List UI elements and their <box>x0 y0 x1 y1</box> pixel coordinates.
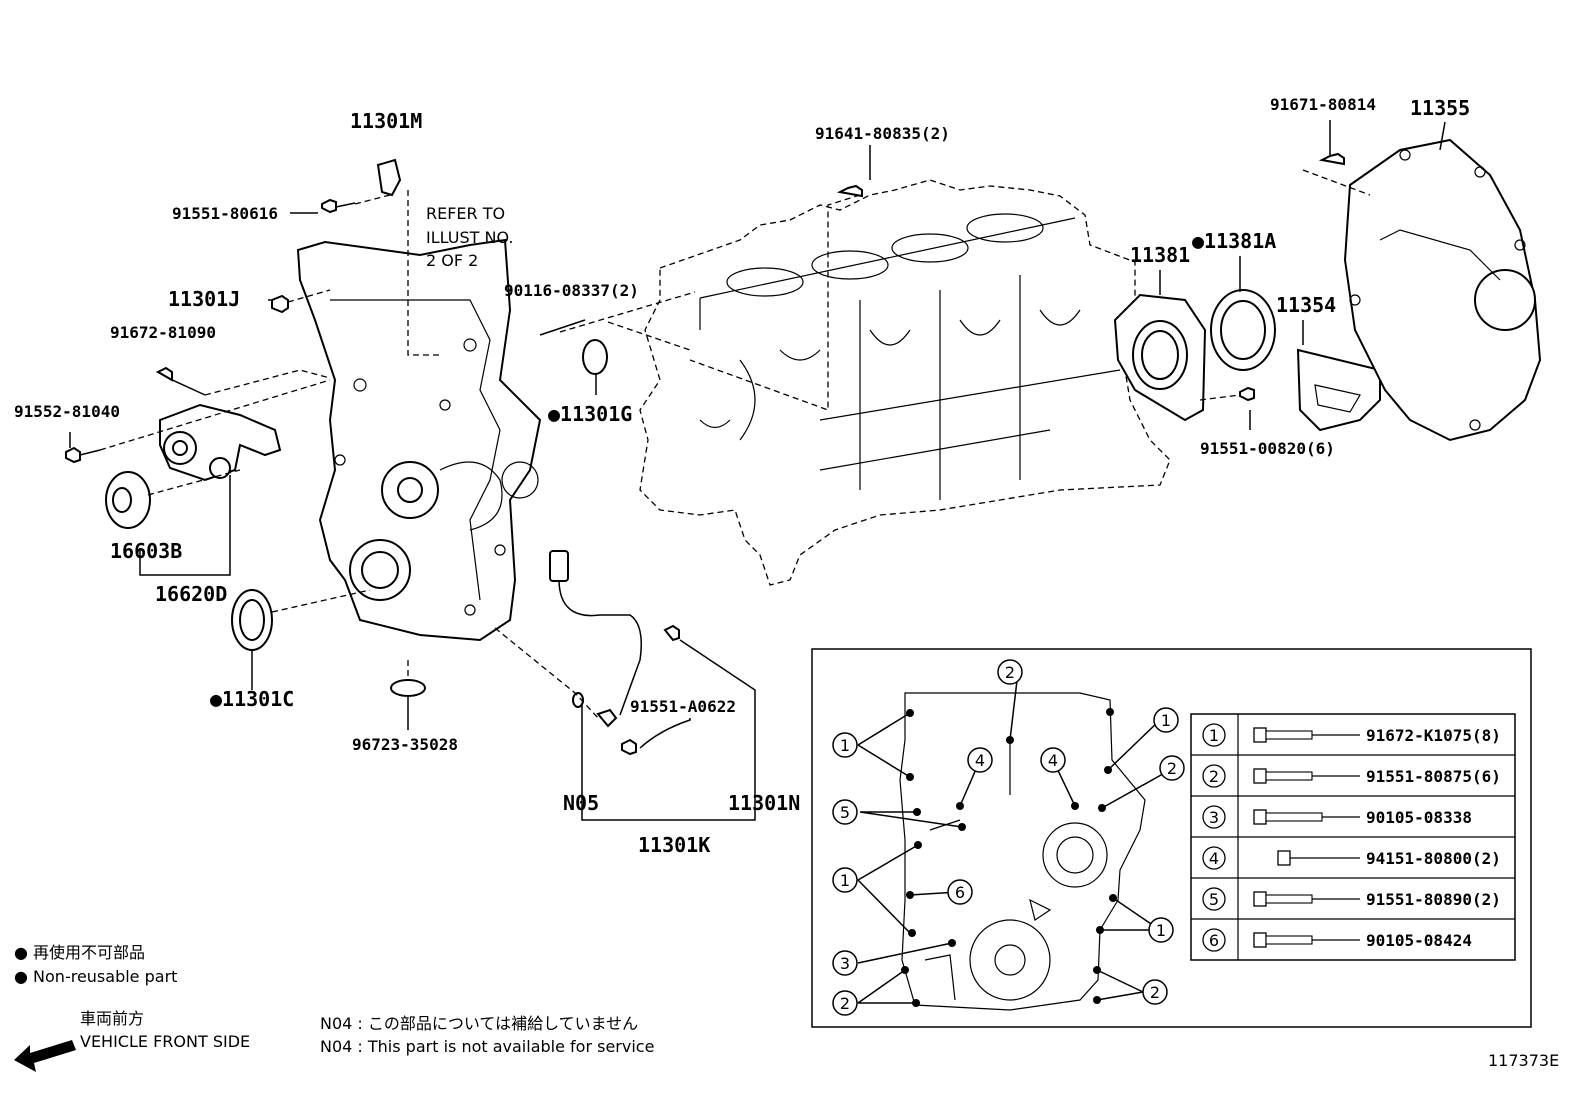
label-11301G: ●11301G <box>548 402 632 426</box>
detail-callout-5: 5 <box>840 803 850 822</box>
front-oil-seal-drawing <box>231 589 273 651</box>
label-11301N: 11301N <box>728 791 800 815</box>
non-reusable-note-jp: ● 再使用不可部品 <box>14 943 145 962</box>
refer-note-line3: 2 OF 2 <box>426 251 478 270</box>
label-11301J: 11301J <box>168 287 240 311</box>
leader-lines <box>69 120 1446 821</box>
detail-callout-1: 1 <box>1156 921 1166 940</box>
legend-row-6: 6 90105-08424 <box>1202 928 1472 952</box>
label-91551-A0622: 91551-A0622 <box>630 697 736 716</box>
legend-part: 94151-80800(2) <box>1366 849 1501 868</box>
label-91641-80835: 91641-80835(2) <box>815 124 950 143</box>
bolt-legend-rows: 1 91672-K1075(8) 2 91551-80875(6) 3 9010… <box>1202 723 1501 952</box>
callout-labels: 11301M 91551-80616 REFER TO ILLUST NO. 2… <box>14 95 1470 857</box>
bolt-legend-table <box>1190 713 1516 961</box>
label-91671-80814: 91671-80814 <box>1270 95 1376 114</box>
detail-callout-4: 4 <box>1048 751 1058 770</box>
refer-note-line1: REFER TO <box>426 204 505 223</box>
label-91551-80616: 91551-80616 <box>172 204 278 223</box>
detail-callout-2: 2 <box>1150 983 1160 1002</box>
front-arrow-icon <box>14 1040 76 1072</box>
legend-num: 2 <box>1209 767 1219 786</box>
vehicle-front-jp: 車両前方 <box>80 1009 144 1028</box>
vehicle-front-en: VEHICLE FRONT SIDE <box>80 1032 250 1051</box>
label-11301C: ●11301C <box>210 687 294 711</box>
detail-callout-1: 1 <box>840 871 850 890</box>
legend-num: 5 <box>1209 890 1219 909</box>
gasket-drawing <box>1296 348 1381 432</box>
end-plate-drawing <box>1343 138 1542 442</box>
label-16620D: 16620D <box>155 582 227 606</box>
detail-callout-4: 4 <box>975 751 985 770</box>
legend-part: 90105-08338 <box>1366 808 1472 827</box>
bolt-location-detail: 1 1 1 1 2 2 2 2 3 4 4 5 6 <box>811 648 1532 1028</box>
non-reusable-note-en: ● Non-reusable part <box>14 967 177 986</box>
detail-callout-1: 1 <box>1161 711 1171 730</box>
legend-part: 91551-80875(6) <box>1366 767 1501 786</box>
label-N05: N05 <box>563 791 599 815</box>
legend-row-2: 2 91551-80875(6) <box>1202 764 1501 788</box>
label-91672-81090: 91672-81090 <box>110 323 216 342</box>
bolts-drawing <box>65 152 1345 756</box>
detail-callout-circles: 1 1 1 1 2 2 2 2 3 4 4 5 6 <box>832 659 1185 1016</box>
tensioner-assembly-drawing <box>159 403 282 482</box>
label-96723-35028: 96723-35028 <box>352 735 458 754</box>
detail-callout-2: 2 <box>1005 663 1015 682</box>
label-11381A: ●11381A <box>1192 229 1276 253</box>
n04-note-en: N04 : This part is not available for ser… <box>320 1037 654 1056</box>
detail-callout-3: 3 <box>840 954 850 973</box>
detail-callout-2: 2 <box>840 994 850 1013</box>
label-11354: 11354 <box>1276 293 1336 317</box>
legend-row-1: 1 91672-K1075(8) <box>1202 723 1501 747</box>
rear-oil-seal-drawing <box>1210 289 1276 371</box>
footer-notes: ● 再使用不可部品 ● Non-reusable part 車両前方 VEHIC… <box>14 943 1559 1072</box>
label-91551-00820: 91551-00820(6) <box>1200 439 1335 458</box>
legend-row-5: 5 91551-80890(2) <box>1202 887 1501 911</box>
legend-row-4: 4 94151-80800(2) <box>1202 846 1501 870</box>
legend-part: 90105-08424 <box>1366 931 1472 950</box>
rear-oil-seal-retainer-drawing <box>1113 293 1207 422</box>
sensor-harness-drawing <box>549 550 642 716</box>
refer-note-line2: ILLUST NO. <box>426 228 513 247</box>
idler-pulley-drawing <box>105 471 151 529</box>
legend-part: 91551-80890(2) <box>1366 890 1501 909</box>
n04-note-jp: N04 : この部品については補給していません <box>320 1014 638 1033</box>
detail-callout-1: 1 <box>840 736 850 755</box>
label-11355: 11355 <box>1410 96 1470 120</box>
legend-num: 6 <box>1209 931 1219 950</box>
legend-num: 4 <box>1209 849 1219 868</box>
timing-chain-cover-drawing <box>296 238 542 642</box>
legend-num: 1 <box>1209 726 1219 745</box>
legend-part: 91672-K1075(8) <box>1366 726 1501 745</box>
label-90116-08337: 90116-08337(2) <box>504 281 639 300</box>
detail-frame <box>811 648 1532 1028</box>
detail-callout-6: 6 <box>955 883 965 902</box>
label-16603B: 16603B <box>110 539 182 563</box>
label-11381: 11381 <box>1130 243 1190 267</box>
cylinder-block-drawing <box>639 179 1171 586</box>
label-91552-81040: 91552-81040 <box>14 402 120 421</box>
detail-callout-2: 2 <box>1167 759 1177 778</box>
legend-row-3: 3 90105-08338 <box>1202 805 1472 829</box>
legend-num: 3 <box>1209 808 1219 827</box>
illustration-number: 117373E <box>1488 1051 1559 1070</box>
label-11301M: 11301M <box>350 109 422 133</box>
bolt-dots <box>901 708 1117 1007</box>
label-11301K: 11301K <box>638 833 710 857</box>
